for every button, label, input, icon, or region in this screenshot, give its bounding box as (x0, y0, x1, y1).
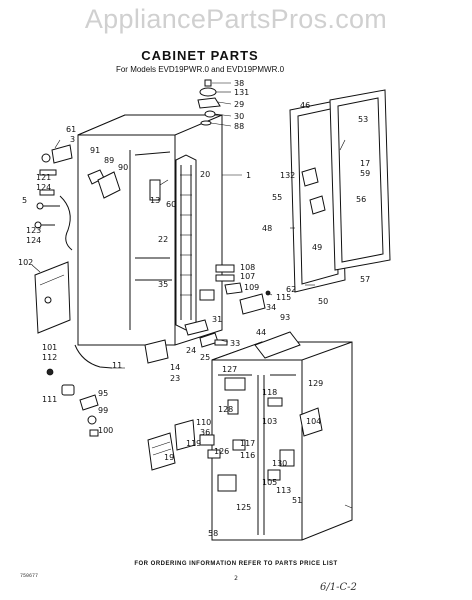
callout-130: 130 (272, 459, 287, 468)
callout-107: 107 (240, 272, 255, 281)
callout-62: 62 (286, 285, 296, 294)
callout-117: 117 (240, 439, 255, 448)
callout-103: 103 (262, 417, 277, 426)
callout-90: 90 (118, 163, 128, 172)
callout-124b: 124 (26, 236, 41, 245)
callout-24: 24 (186, 346, 196, 355)
figure-code: 750677 (20, 573, 39, 579)
callout-119: 119 (186, 439, 201, 448)
callout-22: 22 (158, 235, 168, 244)
callout-89: 89 (104, 156, 114, 165)
callout-29: 29 (234, 100, 244, 109)
callout-38: 38 (234, 79, 244, 88)
evaporator-cover-panel (34, 261, 71, 334)
callout-99: 99 (98, 406, 108, 415)
lower-left-hardware (46, 344, 113, 437)
callout-131: 131 (234, 88, 249, 97)
watermark: AppliancePartsPros.com (84, 4, 388, 34)
callout-56: 56 (356, 195, 366, 204)
callout-128: 128 (218, 405, 233, 414)
callout-36: 36 (200, 428, 210, 437)
callout-19: 19 (164, 453, 174, 462)
callout-48: 48 (262, 224, 272, 233)
lower-freezer-liner (211, 331, 353, 541)
center-hinge-parts (144, 264, 271, 364)
callout-57: 57 (360, 275, 370, 284)
callout-1: 1 (246, 171, 251, 180)
door-handle-parts (301, 167, 326, 215)
control-housing-parts (147, 419, 246, 471)
callout-14: 14 (170, 363, 180, 372)
callout-11: 11 (112, 361, 122, 370)
callout-112: 112 (42, 353, 57, 362)
callout-leader-lines (31, 82, 353, 509)
callout-88: 88 (234, 122, 244, 131)
callout-108: 108 (240, 263, 255, 272)
callout-46: 46 (300, 101, 310, 110)
callout-35: 35 (158, 280, 168, 289)
callout-121: 121 (36, 173, 51, 182)
callout-118: 118 (262, 388, 277, 397)
callout-5: 5 (22, 196, 27, 205)
callout-58: 58 (208, 529, 218, 538)
callout-111: 111 (42, 395, 57, 404)
callout-127: 127 (222, 365, 237, 374)
callout-31: 31 (212, 315, 222, 324)
callout-labels: 38 131 29 30 88 46 53 17 59 61 3 91 89 9… (18, 79, 370, 538)
callout-115: 115 (276, 293, 291, 302)
callout-126: 126 (214, 447, 229, 456)
callout-132: 132 (280, 171, 295, 180)
top-hinge-parts (197, 79, 221, 126)
upper-left-hardware (34, 144, 121, 251)
callout-104: 104 (306, 417, 321, 426)
callout-129: 129 (308, 379, 323, 388)
diagram-title: CABINET PARTS (141, 48, 259, 63)
callout-93: 93 (280, 313, 290, 322)
callout-124: 124 (36, 183, 51, 192)
callout-60: 60 (166, 200, 176, 209)
callout-110: 110 (196, 418, 211, 427)
callout-44: 44 (256, 328, 266, 337)
upper-door-gasket-frame (289, 89, 391, 293)
callout-51: 51 (292, 496, 302, 505)
callout-91: 91 (90, 146, 100, 155)
callout-25: 25 (200, 353, 210, 362)
callout-50: 50 (318, 297, 328, 306)
callout-49: 49 (312, 243, 322, 252)
callout-13: 13 (150, 196, 160, 205)
callout-23: 23 (170, 374, 180, 383)
callout-101: 101 (42, 343, 57, 352)
callout-20: 20 (200, 170, 210, 179)
callout-33: 33 (230, 339, 240, 348)
callout-123: 123 (26, 226, 41, 235)
callout-59: 59 (360, 169, 370, 178)
diagram-subtitle: For Models EVD19PWR.0 and EVD19PMWR.0 (115, 65, 285, 74)
callout-17: 17 (360, 159, 370, 168)
callout-105: 105 (262, 478, 277, 487)
callout-109: 109 (244, 283, 259, 292)
callout-116: 116 (240, 451, 255, 460)
callout-55: 55 (272, 193, 282, 202)
callout-34: 34 (266, 303, 276, 312)
handwritten-note: 6/1-C-2 (320, 582, 357, 593)
callout-61: 61 (66, 125, 76, 134)
callout-113: 113 (276, 486, 291, 495)
callout-100: 100 (98, 426, 113, 435)
callout-125: 125 (236, 503, 251, 512)
page-number: 2 (234, 575, 238, 582)
ordering-footer: FOR ORDERING INFORMATION REFER TO PARTS … (134, 561, 338, 567)
callout-53: 53 (358, 115, 368, 124)
mullion-rail (175, 154, 197, 331)
callout-102: 102 (18, 258, 33, 267)
callout-95: 95 (98, 389, 108, 398)
callout-30: 30 (234, 112, 244, 121)
callout-3: 3 (70, 135, 75, 144)
